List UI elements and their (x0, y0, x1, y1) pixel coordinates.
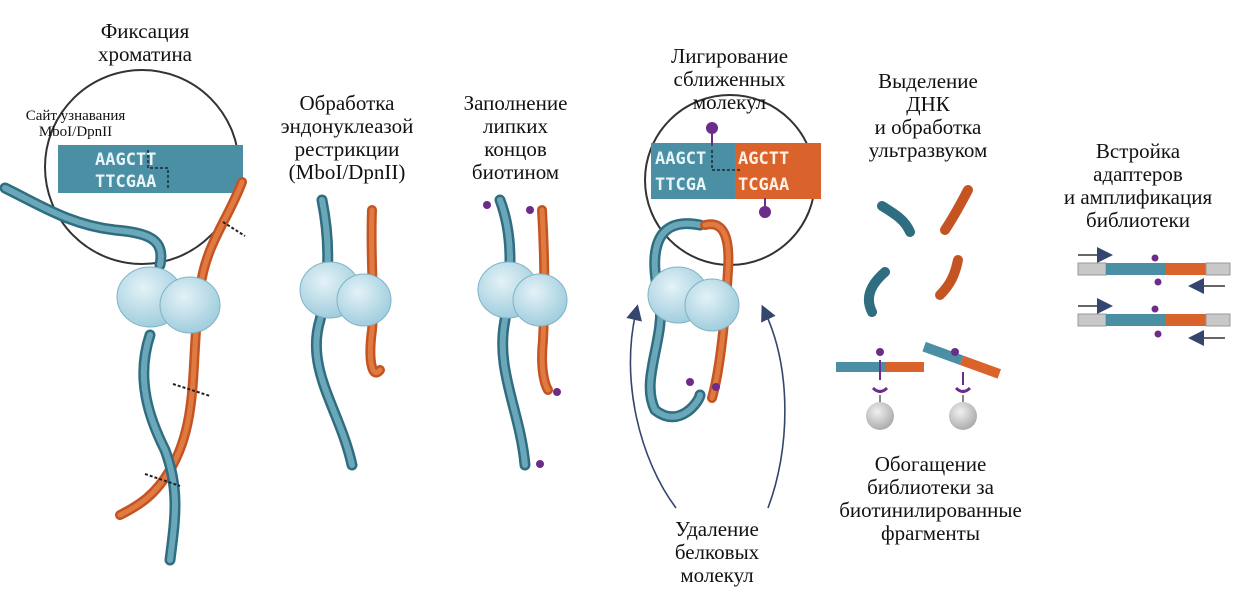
lig-seq-right-bottom: TCGAA (738, 175, 789, 195)
label-digest: Обработка эндонуклеазой рестрикции (MboI… (262, 92, 432, 184)
site-seq-bottom: TTCGAA (95, 172, 156, 192)
panel-amplification (1078, 255, 1230, 339)
label-fixation: Фиксация хроматина (70, 20, 220, 66)
label-biotin-fill: Заполнение липких концов биотином (448, 92, 583, 184)
label-sonication: Выделение ДНК и обработка ультразвуком (848, 70, 1008, 162)
lig-seq-left-bottom: TTCGA (655, 175, 706, 195)
label-enrichment: Обогащение библиотеки за биотинилированн… (818, 453, 1043, 545)
site-seq-top: AAGCTT (95, 150, 156, 170)
label-amplification: Встройка адаптеров и амплификация библио… (1048, 140, 1228, 232)
panel-fixation: AAGCTT TTCGAA (5, 70, 245, 560)
panel-digest (300, 200, 391, 465)
removal-arrow-right (765, 312, 785, 508)
streptavidin-bead (866, 402, 894, 430)
lig-seq-right-top: AGCTT (738, 149, 789, 169)
label-recognition-site: Сайт узнавания MboI/DpnII (8, 108, 143, 140)
lig-seq-left-top: AAGCT (655, 149, 706, 169)
biotin-marker (483, 201, 491, 209)
label-protein-removal: Удаление белковых молекул (642, 518, 792, 587)
label-ligation: Лигирование сближенных молекул (647, 45, 812, 114)
panel-sonication (836, 190, 1001, 430)
panel-biotin-fill (478, 200, 567, 468)
panel-ligation: AAGCT TTCGA AGCTT TCGAA (630, 95, 821, 508)
